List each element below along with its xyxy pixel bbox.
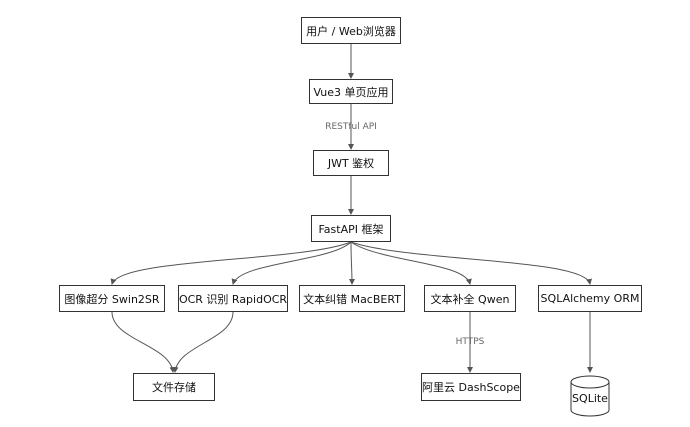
sqlite-cylinder [570, 375, 610, 417]
node-sqlite-label: SQLite [572, 392, 608, 405]
node-jwt-auth: JWT 鉴权 [313, 150, 389, 176]
node-dashscope: 阿里云 DashScope [421, 373, 521, 401]
edge-ocr-storage [172, 311, 234, 373]
node-user-browser: 用户 / Web浏览器 [301, 17, 401, 44]
edge-fastapi-swin [110, 241, 352, 285]
edge-swin-storage [111, 311, 176, 373]
edge-fastapi-macbert [348, 241, 355, 285]
edge-fastapi-ocr [231, 241, 352, 285]
edge-fastapi-sqlalchemy [350, 241, 592, 285]
edge-fastapi-qwen [350, 241, 472, 285]
node-fastapi: FastAPI 框架 [311, 215, 391, 242]
label-https: HTTPS [455, 337, 485, 347]
node-qwen: 文本补全 Qwen [424, 285, 516, 312]
node-file-storage: 文件存储 [133, 373, 215, 401]
node-sqlalchemy: SQLAlchemy ORM [538, 285, 642, 312]
node-swin2sr: 图像超分 Swin2SR [59, 285, 165, 312]
node-macbert: 文本纠错 MacBERT [299, 285, 405, 312]
node-rapidocr: OCR 识别 RapidOCR [178, 285, 288, 312]
label-restful-api: RESTful API [325, 122, 377, 132]
node-vue-spa: Vue3 单页应用 [309, 79, 393, 104]
